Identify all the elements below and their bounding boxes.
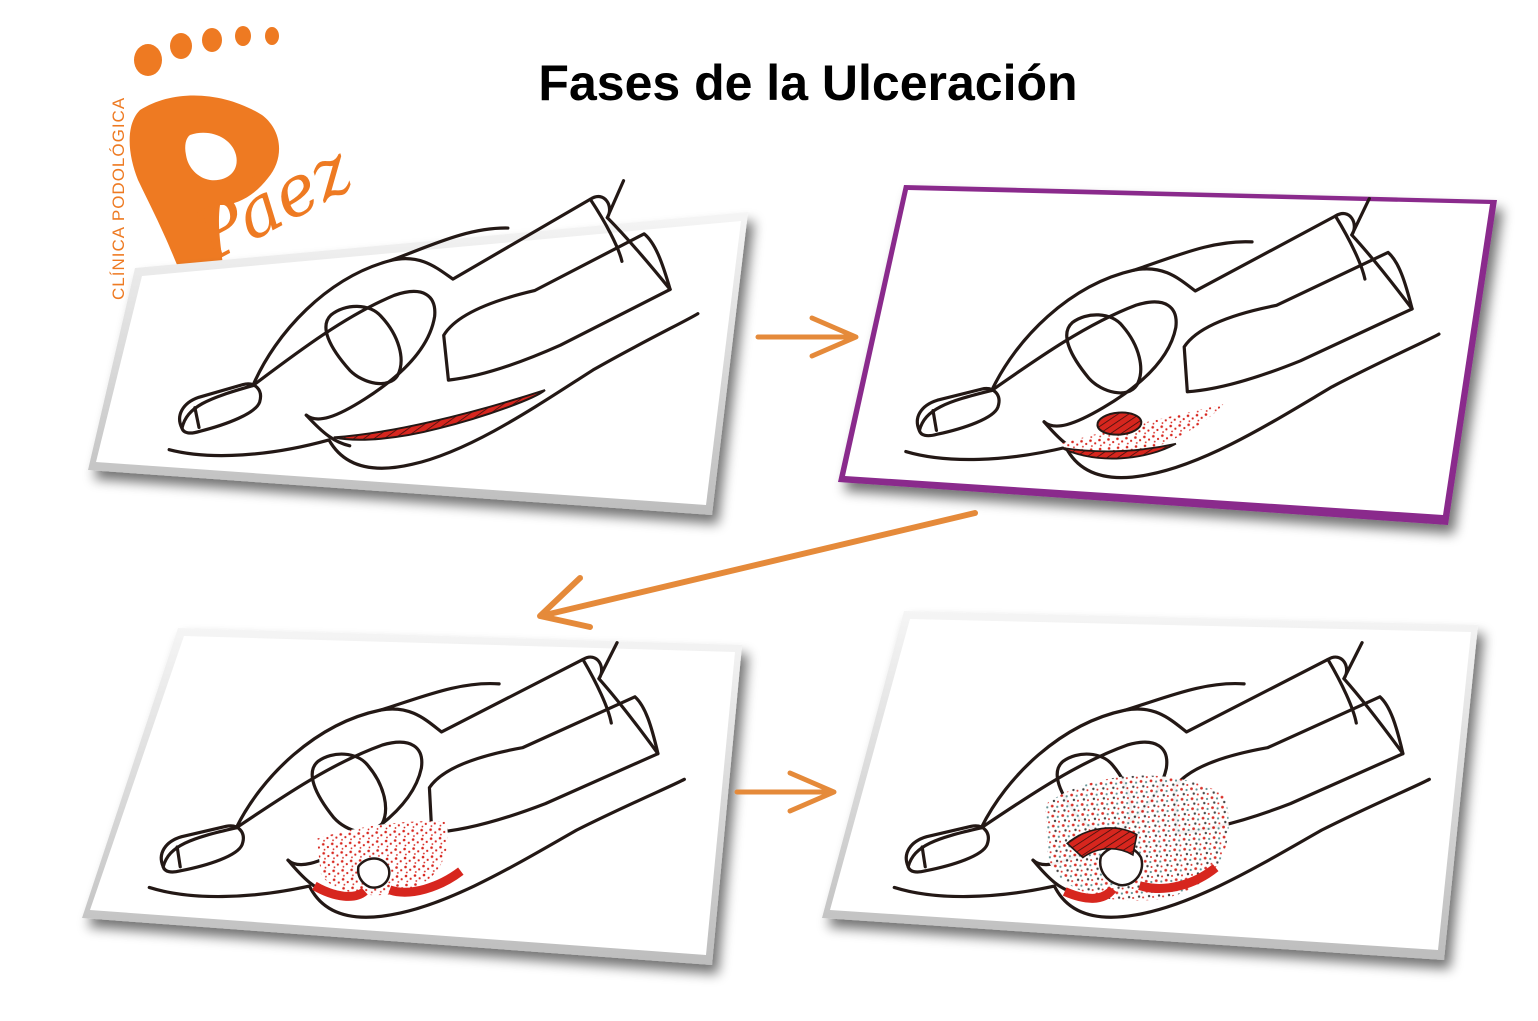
lesion-callus-band: [312, 867, 464, 901]
lesion-ulcer-crater: [356, 857, 391, 889]
foot-drawing-stage-2: [888, 192, 1449, 495]
logo-vertical-text: CLÍNICA PODOLÓGICA: [109, 97, 128, 300]
lesion-hematoma: [1096, 411, 1143, 436]
arrow-down-left-icon: [537, 510, 978, 630]
lesion-necrotic-band: [1065, 827, 1138, 859]
lesion-inflammation-dots: [316, 821, 448, 896]
lesion-callus-band: [333, 389, 546, 441]
arrow-right-icon: [734, 770, 837, 814]
footprint-icon: [129, 26, 280, 294]
lesion-callus-band: [1060, 442, 1177, 460]
panel-stage-1: [88, 212, 748, 515]
lesion-callus-band: [1062, 864, 1219, 903]
panel-stage-3: [82, 628, 742, 965]
lesion-inflammation-dots: [1060, 404, 1224, 459]
foot-drawing-stage-3: [136, 637, 693, 931]
page-title: Fases de la Ulceración: [538, 55, 1077, 111]
arrow-right-icon: [755, 315, 859, 359]
foot-drawing-stage-1: [144, 172, 713, 493]
foot-drawing-stage-4: [881, 637, 1438, 931]
